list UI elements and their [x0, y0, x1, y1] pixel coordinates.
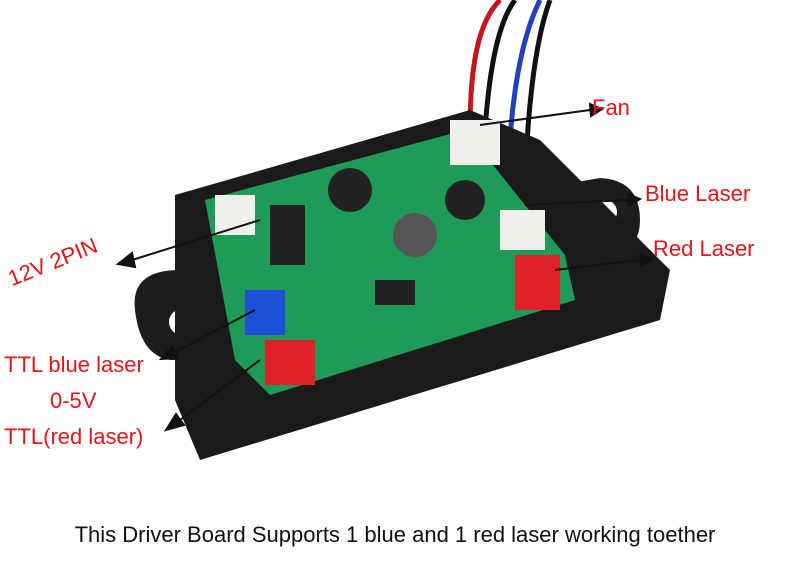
red-laser-connector: [515, 255, 560, 310]
fan-wire-red: [467, 0, 502, 131]
label-fan: Fan: [592, 95, 630, 120]
ic-chip: [375, 280, 415, 305]
capacitor: [328, 168, 372, 212]
label-ttl-blue: TTL blue laser: [4, 352, 144, 377]
label-blue-laser: Blue Laser: [645, 181, 751, 206]
ic-chips: [270, 205, 305, 265]
label-voltage-range: 0-5V: [50, 388, 97, 413]
fan-wire-black: [482, 0, 518, 131]
power-connector: [215, 195, 255, 235]
pointer-arrows: [115, 102, 655, 432]
laser-connector-white: [500, 210, 545, 250]
red-ttl-connector: [265, 340, 315, 385]
label-red-laser: Red Laser: [653, 236, 755, 261]
capacitor: [445, 180, 485, 220]
caption: This Driver Board Supports 1 blue and 1 …: [74, 522, 716, 547]
fan-connector: [450, 120, 500, 165]
inductor: [393, 213, 437, 257]
label-ttl-red: TTL(red laser): [4, 424, 144, 449]
